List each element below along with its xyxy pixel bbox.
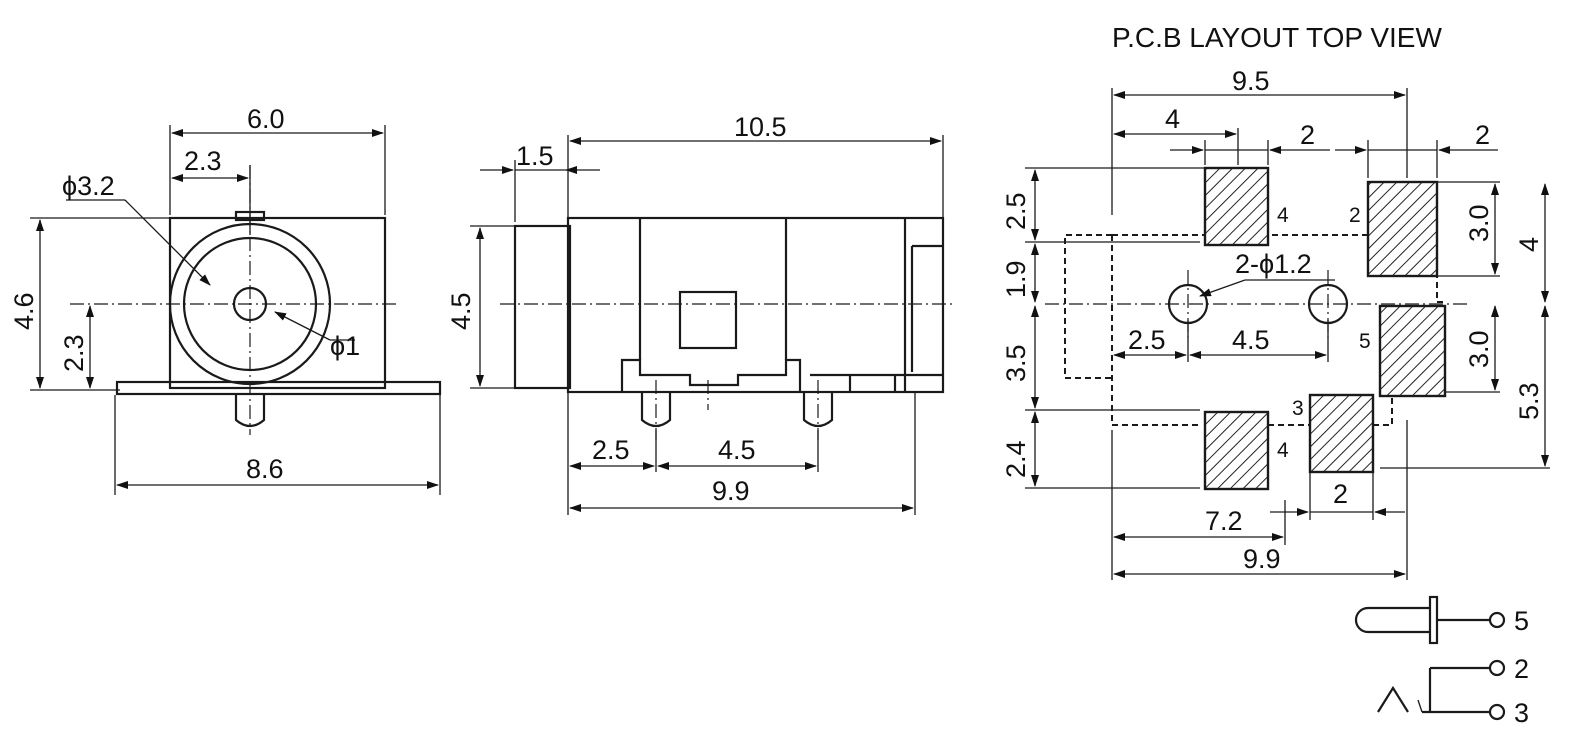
dim-right-upper: 4 xyxy=(1514,237,1544,252)
side-view: 10.5 1.5 4.5 2.5 4.5 9.9 xyxy=(446,112,955,515)
dim-height: 4.6 xyxy=(9,292,39,330)
pcb-layout-view: P.C.B LAYOUT TOP VIEW xyxy=(1001,22,1550,580)
dim-hole-label: 2-ϕ1.2 xyxy=(1235,249,1312,279)
dim-bore-diameter: ϕ3.2 xyxy=(62,171,115,201)
dim-nose-length: 1.5 xyxy=(516,141,554,171)
dim-pin-diameter: ϕ1 xyxy=(330,331,360,361)
pin-label-mid-right: 5 xyxy=(1359,330,1371,353)
dim-hole-spacing: 4.5 xyxy=(1232,325,1270,355)
front-view: 6.0 2.3 ϕ3.2 ϕ1 4.6 2.3 8.6 xyxy=(9,104,442,495)
pcb-layout-title: P.C.B LAYOUT TOP VIEW xyxy=(1112,22,1442,53)
dim-body-length: 9.9 xyxy=(712,476,750,506)
dim-h-lower: 3.5 xyxy=(1001,344,1031,382)
schematic-pin-2: 2 xyxy=(1514,654,1529,684)
dim-body-width: 6.0 xyxy=(247,104,285,134)
dim-bottom-overall: 9.9 xyxy=(1243,544,1281,574)
schematic-symbol: 5 2 3 xyxy=(1354,595,1529,728)
pin-label-top-right: 2 xyxy=(1349,204,1361,227)
dim-pad-width-right: 2 xyxy=(1475,120,1490,150)
dim-pin-spacing: 4.5 xyxy=(718,435,756,465)
pin-label-bottom-left: 4 xyxy=(1277,439,1289,462)
pad-top-right xyxy=(1366,180,1439,278)
dim-bottom-inner: 7.2 xyxy=(1205,506,1243,536)
pad-top-left xyxy=(1203,166,1270,247)
pin-label-bottom-mid: 3 xyxy=(1292,397,1304,420)
dim-h-top: 2.5 xyxy=(1001,192,1031,230)
dim-overall-length: 10.5 xyxy=(734,112,787,142)
dim-hole-offset: 2.5 xyxy=(1128,325,1166,355)
component-outline xyxy=(1064,182,1445,426)
dim-overall-width: 9.5 xyxy=(1232,66,1270,96)
dim-pad-height-upper: 3.0 xyxy=(1464,204,1494,242)
dim-h-bottom: 2.4 xyxy=(1001,440,1031,478)
dim-pad3-width: 2 xyxy=(1333,479,1348,509)
dim-right-lower: 5.3 xyxy=(1514,382,1544,420)
pad-bottom-left xyxy=(1203,410,1270,491)
dim-left-offset: 4 xyxy=(1165,104,1180,134)
dim-center-offset: 2.3 xyxy=(184,146,222,176)
dim-pad-height-lower: 3.0 xyxy=(1464,330,1494,368)
dim-h-upper: 1.9 xyxy=(1001,260,1031,298)
dim-pin-offset: 2.5 xyxy=(592,435,630,465)
pad-mid-right xyxy=(1378,304,1447,398)
dim-pad-gap: 2 xyxy=(1300,120,1315,150)
pin-label-top-left: 4 xyxy=(1277,204,1289,227)
dim-base-width: 8.6 xyxy=(246,454,284,484)
dim-center-height: 2.3 xyxy=(59,334,89,372)
dim-side-height: 4.5 xyxy=(446,292,476,330)
schematic-pin-5: 5 xyxy=(1514,606,1529,636)
schematic-pin-3: 3 xyxy=(1514,698,1529,728)
pad-bottom-mid xyxy=(1308,393,1375,474)
